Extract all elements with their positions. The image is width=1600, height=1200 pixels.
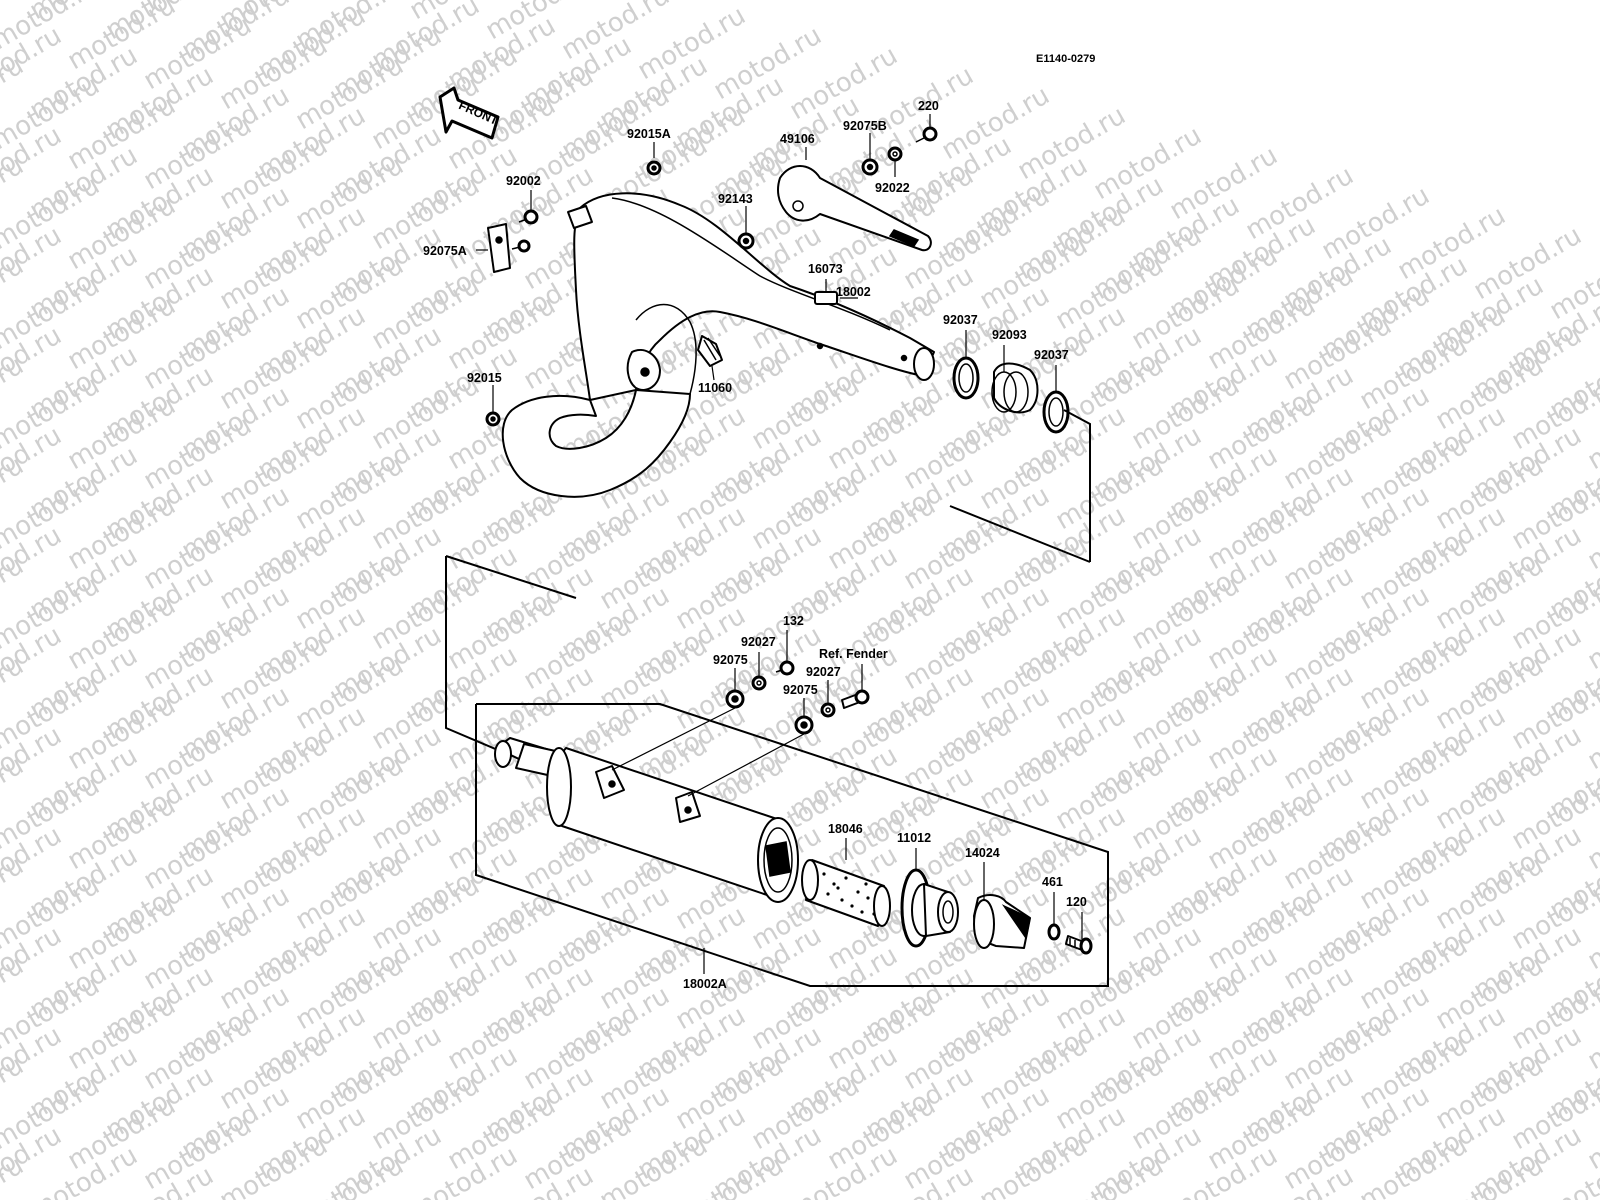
part-labels: 92015A 92002 92075A 92015 49106 92075B 2… [423, 99, 1087, 991]
label-92075a: 92075A [423, 244, 467, 258]
bolt-ref-fender [841, 689, 870, 709]
lower-leaders [611, 630, 1083, 974]
label-11060: 11060 [698, 381, 732, 395]
front-arrow-icon [438, 86, 500, 140]
label-92002: 92002 [506, 174, 541, 188]
collar-92143 [737, 232, 755, 250]
bolt-120 [1065, 935, 1093, 955]
label-18046: 18046 [828, 822, 863, 836]
diagram-code: E1140-0279 [1036, 53, 1095, 65]
label-220: 220 [918, 99, 939, 113]
collar-92075-b [794, 715, 814, 735]
upper-leaders [476, 114, 1057, 412]
upper-frame-lines [949, 409, 1091, 563]
label-461: 461 [1042, 875, 1063, 889]
clamp-92037-rear [1042, 390, 1070, 434]
clamp-92037-front [952, 356, 980, 400]
washer-92075b [861, 158, 879, 176]
label-120: 120 [1066, 895, 1087, 909]
label-132: 132 [783, 614, 804, 628]
label-92015: 92015 [467, 371, 502, 385]
label-92022: 92022 [875, 181, 910, 195]
label-18002: 18002 [836, 285, 871, 299]
nut-92015a [646, 160, 662, 176]
joint-92093 [991, 362, 1039, 414]
lower-frame-lines [445, 555, 1109, 987]
label-18002a: 18002A [683, 977, 727, 991]
washer-461 [1047, 923, 1061, 941]
label-49106: 49106 [780, 132, 815, 146]
label-92037-front: 92037 [943, 313, 978, 327]
nut-92015 [485, 411, 501, 427]
packing-texture [822, 872, 876, 916]
packing-18046 [801, 859, 891, 927]
collar-92075-a [725, 689, 745, 709]
expansion-chamber-18002 [501, 192, 935, 498]
end-cap-14024 [973, 894, 1031, 949]
label-92015a: 92015A [627, 127, 671, 141]
label-14024: 14024 [965, 846, 1000, 860]
label-ref-fender: Ref. Fender [819, 647, 888, 661]
label-92093: 92093 [992, 328, 1027, 342]
spring-11060 [697, 335, 723, 367]
washer-92027-b [820, 702, 836, 718]
label-16073: 16073 [808, 262, 843, 276]
silencer-18002a [494, 737, 799, 903]
label-11012: 11012 [897, 831, 931, 845]
washer-92027-a [751, 675, 767, 691]
label-92027-a: 92027 [741, 635, 776, 649]
washer-92022 [887, 146, 903, 162]
label-92027-b: 92027 [806, 665, 841, 679]
bolt-92002 [518, 209, 539, 225]
label-92075-a: 92075 [713, 653, 748, 667]
bolt-92002-lower [511, 239, 531, 253]
stay-92075a [487, 223, 511, 273]
label-92075b: 92075B [843, 119, 887, 133]
baffle-11012 [900, 868, 959, 948]
label-92143: 92143 [718, 192, 753, 206]
label-92037-rear: 92037 [1034, 348, 1069, 362]
label-92075-b: 92075 [783, 683, 818, 697]
bracket-49106 [777, 165, 932, 252]
